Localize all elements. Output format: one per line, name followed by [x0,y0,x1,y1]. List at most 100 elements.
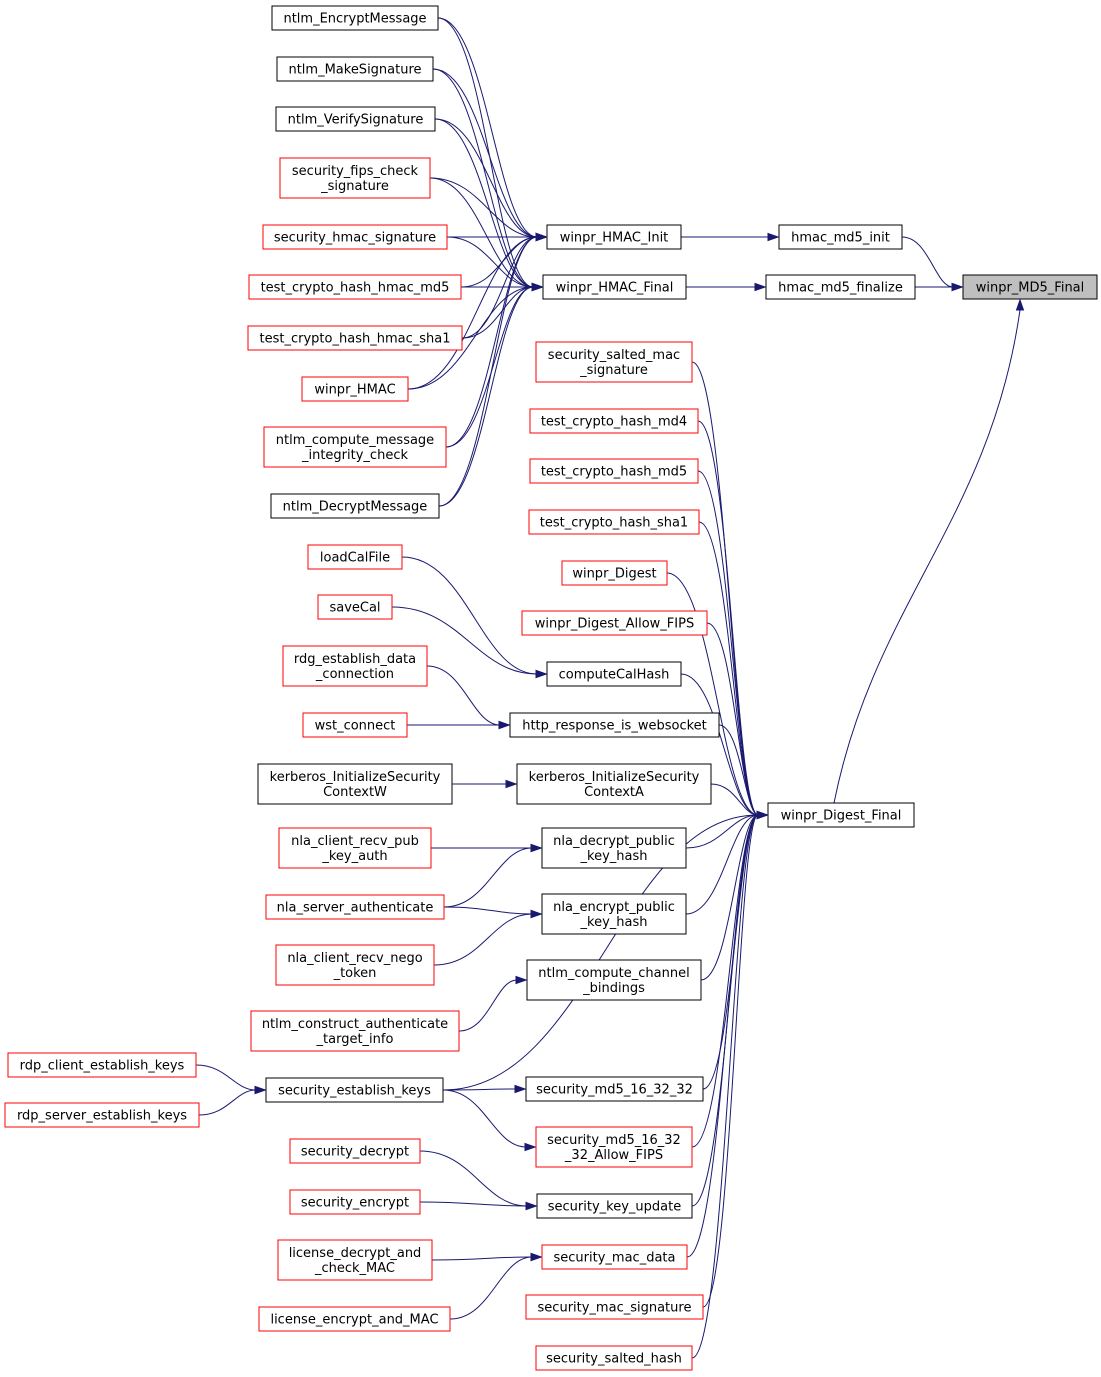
node-sec-est-keys[interactable]: security_establish_keys [265,1077,444,1103]
node-box[interactable] [265,894,445,920]
node-sec-mac-sig[interactable]: security_mac_signature [525,1294,704,1320]
node-box[interactable] [778,224,903,250]
node-ntlm-makesig[interactable]: ntlm_MakeSignature [276,56,434,82]
node-winpr-digest[interactable]: winpr_Digest [561,560,668,586]
node-sec-key-update[interactable]: security_key_update [536,1193,693,1219]
node-box[interactable] [279,157,431,199]
node-sec-salted-mac[interactable]: security_salted_mac_signature [535,341,693,383]
node-sec-decrypt[interactable]: security_decrypt [289,1138,421,1164]
node-box[interactable] [535,341,693,383]
node-box[interactable] [276,56,434,82]
node-load-cal[interactable]: loadCalFile [307,544,403,570]
node-box[interactable] [526,959,702,1001]
node-box[interactable] [248,274,462,300]
node-winpr-digest-fips[interactable]: winpr_Digest_Allow_FIPS [521,610,708,636]
node-box[interactable] [262,224,448,250]
node-test-hmac-sha1[interactable]: test_crypto_hash_hmac_sha1 [247,325,463,351]
node-box[interactable] [289,1138,421,1164]
node-nla-server-auth[interactable]: nla_server_authenticate [265,894,445,920]
node-box[interactable] [275,944,435,986]
node-box[interactable] [529,458,699,484]
node-ntlm-channel[interactable]: ntlm_compute_channel_bindings [526,959,702,1001]
node-sec-salted-hash[interactable]: security_salted_hash [535,1345,693,1371]
node-box[interactable] [525,1076,704,1102]
node-box[interactable] [765,274,916,300]
node-box[interactable] [275,106,436,132]
node-box[interactable] [277,1239,433,1281]
node-ntlm-compute-mic[interactable]: ntlm_compute_message_integrity_check [263,426,447,468]
node-test-sha1[interactable]: test_crypto_hash_sha1 [528,509,700,535]
node-lic-decrypt[interactable]: license_decrypt_and_check_MAC [277,1239,433,1281]
node-box[interactable] [541,893,687,935]
node-box[interactable] [257,763,453,805]
node-box[interactable] [302,712,408,738]
node-nla-enc[interactable]: nla_encrypt_public_key_hash [541,893,687,935]
node-box[interactable] [516,763,712,805]
node-box[interactable] [528,509,700,535]
node-box[interactable] [546,224,682,250]
node-save-cal[interactable]: saveCal [317,594,393,620]
node-sec-hmac-sig[interactable]: security_hmac_signature [262,224,448,250]
node-box[interactable] [535,1345,693,1371]
node-box[interactable] [278,827,432,869]
node-box[interactable] [307,544,403,570]
node-ntlm-encrypt[interactable]: ntlm_EncryptMessage [271,5,439,31]
node-ntlm-construct[interactable]: ntlm_construct_authenticate_target_info [250,1010,460,1052]
node-box[interactable] [767,802,915,828]
node-test-md4[interactable]: test_crypto_hash_md4 [529,408,699,434]
node-sec-fips-check[interactable]: security_fips_check_signature [279,157,431,199]
node-test-hmac-md5[interactable]: test_crypto_hash_hmac_md5 [248,274,462,300]
node-box[interactable] [542,274,687,300]
node-lic-encrypt[interactable]: license_encrypt_and_MAC [258,1306,451,1332]
node-winpr-hmac[interactable]: winpr_HMAC [301,376,409,402]
node-box[interactable] [962,274,1098,300]
node-rdg-establish[interactable]: rdg_establish_data_connection [282,645,428,687]
node-box[interactable] [536,1193,693,1219]
node-ntlm-verifysig[interactable]: ntlm_VerifySignature [275,106,436,132]
node-sec-md5-16[interactable]: security_md5_16_32_32 [525,1076,704,1102]
node-box[interactable] [270,493,440,519]
node-box[interactable] [535,1126,693,1168]
node-hmac-md5-init[interactable]: hmac_md5_init [778,224,903,250]
node-box[interactable] [521,610,708,636]
node-sec-encrypt[interactable]: security_encrypt [289,1189,421,1215]
node-nla-dec[interactable]: nla_decrypt_public_key_hash [541,827,687,869]
node-nla-recv-nego[interactable]: nla_client_recv_nego_token [275,944,435,986]
node-hmac-final[interactable]: winpr_HMAC_Final [542,274,687,300]
node-box[interactable] [258,1306,451,1332]
node-box[interactable] [7,1052,197,1078]
node-box[interactable] [509,712,720,738]
node-wst-connect[interactable]: wst_connect [302,712,408,738]
node-box[interactable] [289,1189,421,1215]
node-box[interactable] [301,376,409,402]
node-ntlm-decrypt[interactable]: ntlm_DecryptMessage [270,493,440,519]
node-box[interactable] [265,1077,444,1103]
node-box[interactable] [282,645,428,687]
node-sec-mac-data[interactable]: security_mac_data [541,1244,688,1270]
node-hmac-md5-finalize[interactable]: hmac_md5_finalize [765,274,916,300]
node-http-ws[interactable]: http_response_is_websocket [509,712,720,738]
node-box[interactable] [250,1010,460,1052]
node-nla-recv-pub[interactable]: nla_client_recv_pub_key_auth [278,827,432,869]
node-rdp-client-keys[interactable]: rdp_client_establish_keys [7,1052,197,1078]
node-md5-final[interactable]: winpr_MD5_Final [962,274,1098,300]
node-box[interactable] [541,827,687,869]
node-compute-cal-hash[interactable]: computeCalHash [546,661,682,687]
node-box[interactable] [317,594,393,620]
node-sec-md5-16-fips[interactable]: security_md5_16_32_32_Allow_FIPS [535,1126,693,1168]
node-box[interactable] [546,661,682,687]
node-box[interactable] [561,560,668,586]
node-rdp-server-keys[interactable]: rdp_server_establish_keys [4,1102,200,1128]
node-box[interactable] [263,426,447,468]
node-digest-final[interactable]: winpr_Digest_Final [767,802,915,828]
node-hmac-init[interactable]: winpr_HMAC_Init [546,224,682,250]
node-box[interactable] [4,1102,200,1128]
node-box[interactable] [529,408,699,434]
node-box[interactable] [525,1294,704,1320]
node-test-md5[interactable]: test_crypto_hash_md5 [529,458,699,484]
node-box[interactable] [271,5,439,31]
node-box[interactable] [247,325,463,351]
node-box[interactable] [541,1244,688,1270]
